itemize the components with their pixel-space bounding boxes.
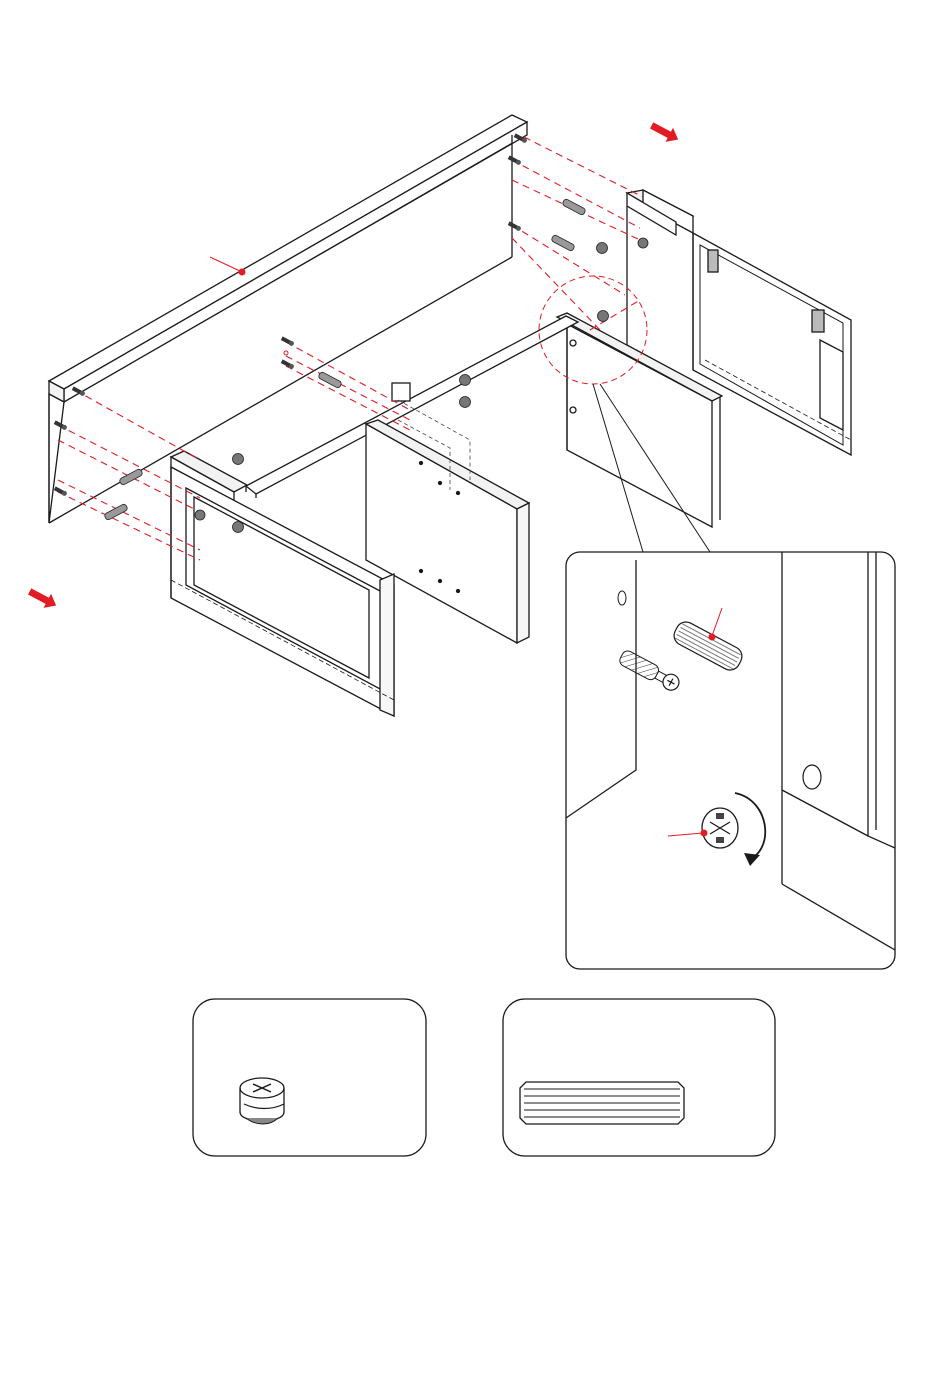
- cam-lock-icon: [702, 808, 738, 848]
- top-panel-callout: [210, 257, 246, 276]
- red-direction-arrow-icon: [26, 584, 60, 612]
- cam-lock-icon: [460, 375, 471, 386]
- cam-lock-icon: [598, 311, 609, 322]
- parts-legend-cam-lock: [193, 999, 426, 1156]
- cam-lock-icon: [195, 510, 205, 520]
- parts-legend-wooden-dowel: [503, 999, 775, 1156]
- cam-lock-icon: [233, 454, 244, 465]
- wooden-dowel-icon: [119, 468, 143, 485]
- detail-inset: [566, 552, 895, 969]
- cam-bolt-icon: [508, 221, 522, 232]
- wooden-dowel-icon: [104, 503, 128, 520]
- wooden-dowel-icon: [562, 198, 586, 215]
- left-side-frame: [171, 451, 394, 716]
- cam-bolt-icon: [54, 486, 68, 497]
- wooden-dowel-icon: [318, 371, 342, 388]
- red-direction-arrow-icon: [648, 118, 682, 146]
- cam-lock-icon: [597, 243, 608, 254]
- cam-lock-icon: [233, 522, 244, 533]
- wooden-dowel-icon: [520, 1082, 684, 1124]
- cam-lock-icon: [460, 397, 471, 408]
- cam-lock-icon: [638, 238, 648, 248]
- cam-bolt-icon: [508, 155, 522, 166]
- wooden-dowel-icon: [551, 234, 575, 251]
- cam-bolt-icon: [281, 336, 295, 347]
- cam-bolt-icon: [281, 359, 295, 370]
